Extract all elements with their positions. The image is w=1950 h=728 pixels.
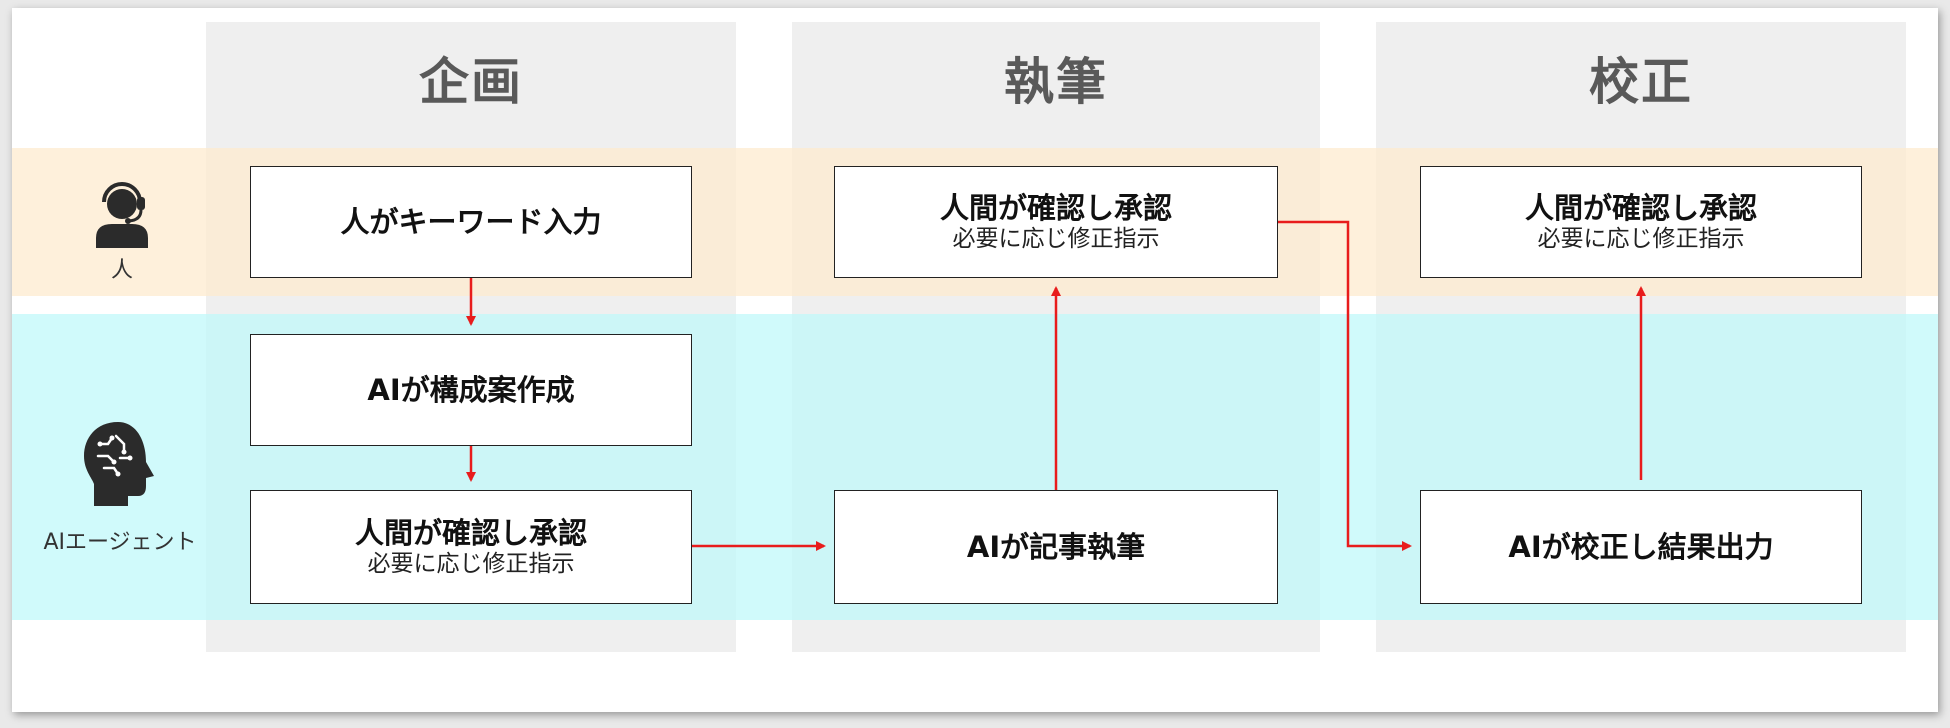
box-main-text: 人間が確認し承認	[939, 191, 1172, 226]
box-main-text: AIが構成案作成	[367, 372, 575, 407]
box-sub-text: 必要に応じ修正指示	[952, 226, 1160, 253]
box-keyword-input: 人がキーワード入力	[250, 166, 692, 278]
box-main-text: 人間が確認し承認	[354, 516, 587, 551]
column-header-proofreading: 校正	[1589, 53, 1693, 111]
lane-label-ai: AIエージェント	[43, 530, 197, 555]
box-main-text: AIが校正し結果出力	[1508, 529, 1774, 564]
box-sub-text: 必要に応じ修正指示	[1537, 226, 1745, 253]
box-ai-proofread: AIが校正し結果出力	[1420, 490, 1862, 604]
box-proof-approve: 人間が確認し承認 必要に応じ修正指示	[1420, 166, 1862, 278]
column-header-planning: 企画	[419, 53, 523, 111]
box-ai-outline: AIが構成案作成	[250, 334, 692, 446]
column-header-writing: 執筆	[1004, 53, 1108, 111]
arrow-approve-to-proofread	[1278, 220, 1412, 551]
ai-head-icon	[84, 422, 154, 506]
box-main-text: AIが記事執筆	[966, 529, 1146, 564]
box-ai-write: AIが記事執筆	[834, 490, 1278, 604]
support-agent-icon	[96, 182, 148, 248]
box-plan-approve: 人間が確認し承認 必要に応じ修正指示	[250, 490, 692, 604]
lane-label-human: 人	[110, 258, 133, 283]
box-write-approve: 人間が確認し承認 必要に応じ修正指示	[834, 166, 1278, 278]
box-main-text: 人間が確認し承認	[1524, 191, 1757, 226]
box-sub-text: 必要に応じ修正指示	[367, 551, 575, 578]
box-main-text: 人がキーワード入力	[340, 204, 602, 239]
